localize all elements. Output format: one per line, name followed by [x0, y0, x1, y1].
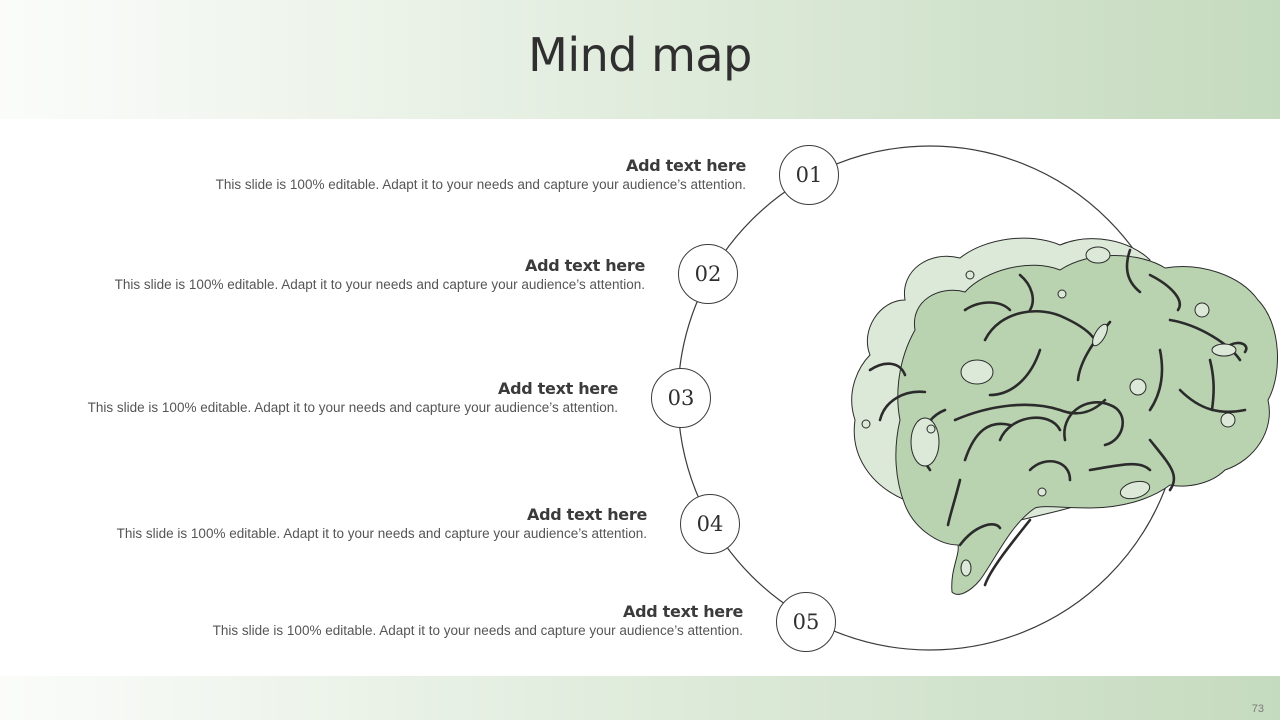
- brain-icon: [851, 237, 1278, 595]
- item-description: This slide is 100% editable. Adapt it to…: [116, 526, 647, 541]
- footer-band: [0, 676, 1280, 720]
- item-description: This slide is 100% editable. Adapt it to…: [215, 177, 746, 192]
- header-band: [0, 0, 1280, 119]
- item-heading: Add text here: [626, 156, 746, 175]
- list-item: Add text here This slide is 100% editabl…: [215, 156, 747, 193]
- step-number-badge: 05: [776, 592, 836, 652]
- list-item: Add text here This slide is 100% editabl…: [116, 505, 648, 542]
- step-number-badge: 04: [680, 494, 740, 554]
- page-number: 73: [1251, 703, 1264, 715]
- step-number-badge: 02: [678, 244, 738, 304]
- item-description: This slide is 100% editable. Adapt it to…: [87, 400, 618, 415]
- list-item: Add text here This slide is 100% editabl…: [114, 256, 646, 293]
- item-heading: Add text here: [527, 505, 647, 524]
- item-heading: Add text here: [525, 256, 645, 275]
- step-number-badge: 01: [779, 145, 839, 205]
- item-heading: Add text here: [498, 379, 618, 398]
- list-item: Add text here This slide is 100% editabl…: [87, 379, 619, 416]
- item-heading: Add text here: [623, 602, 743, 621]
- list-item: Add text here This slide is 100% editabl…: [212, 602, 744, 639]
- slide-title: Mind map: [528, 28, 752, 82]
- step-number-badge: 03: [651, 368, 711, 428]
- item-description: This slide is 100% editable. Adapt it to…: [212, 623, 743, 638]
- item-description: This slide is 100% editable. Adapt it to…: [114, 277, 645, 292]
